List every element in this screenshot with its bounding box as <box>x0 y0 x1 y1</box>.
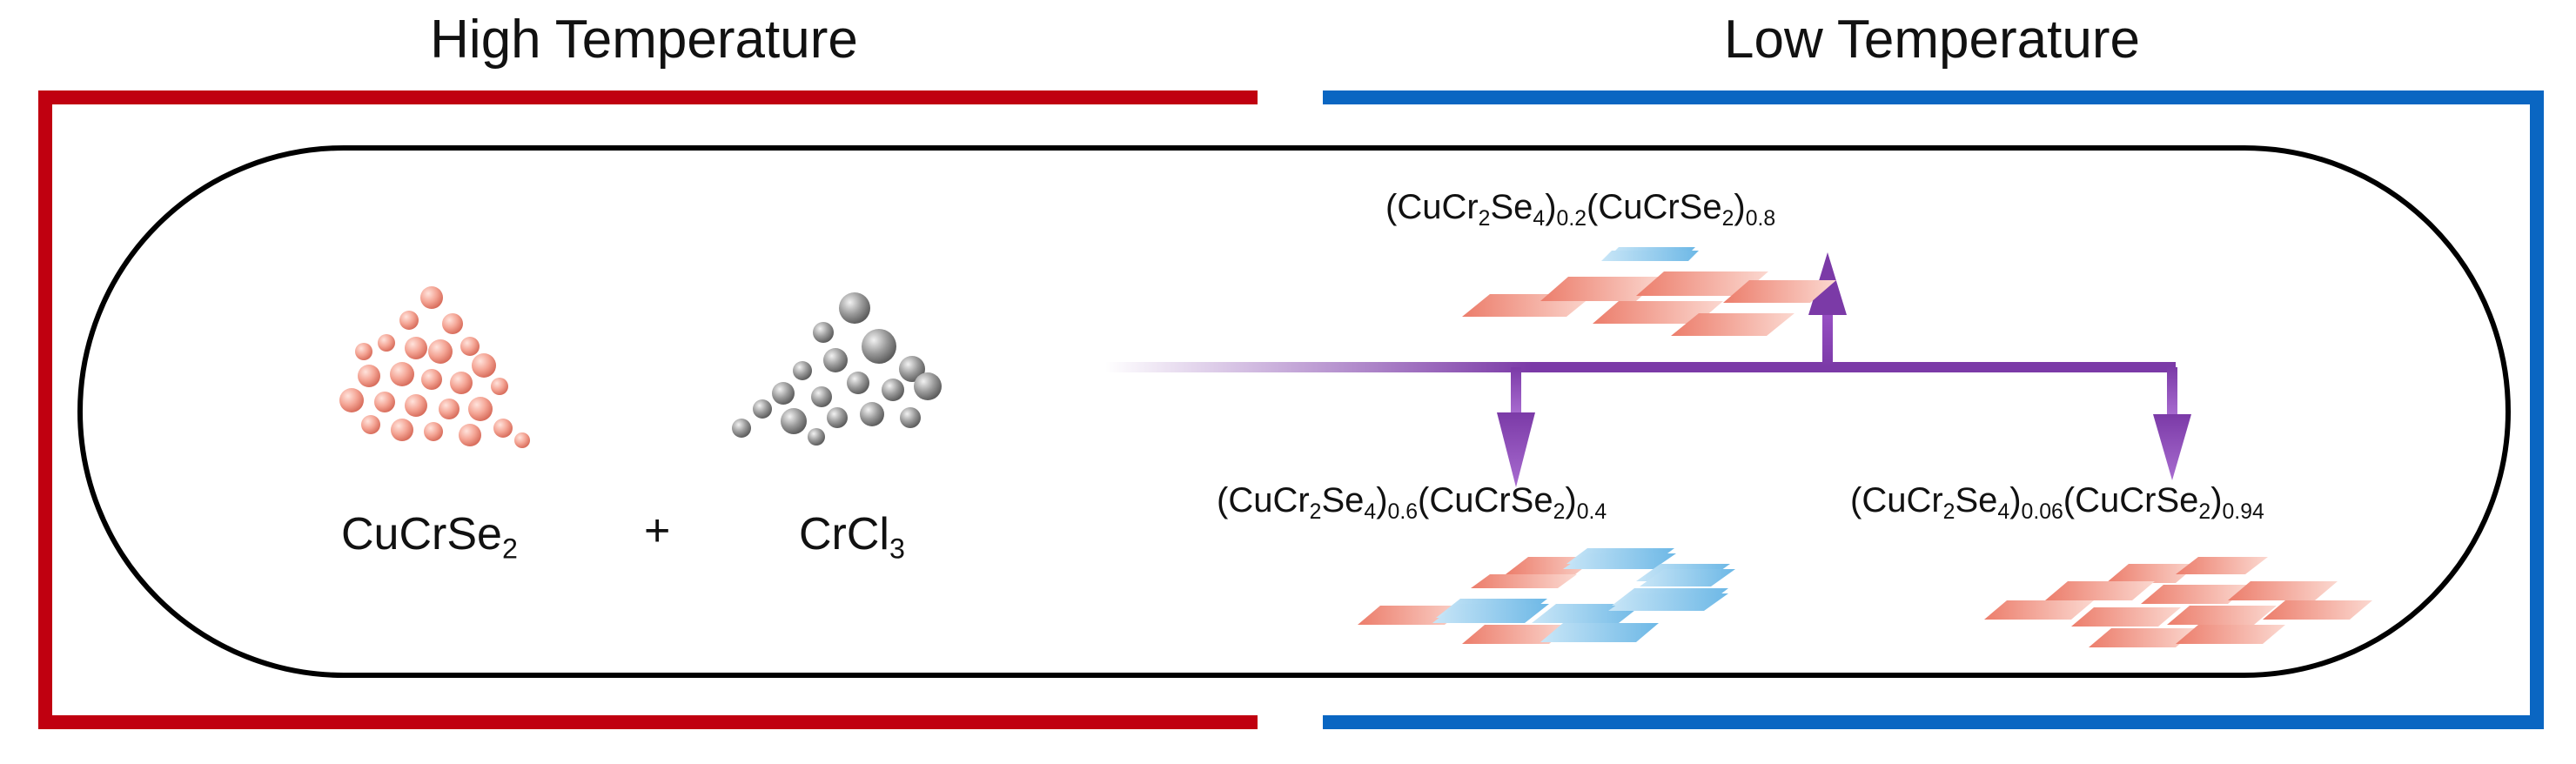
reactant-crcl3-label: CrCl3 <box>799 509 905 565</box>
product-top-formula: (CuCr2Se4)0.2(CuCrSe2)0.8 <box>1385 188 1776 231</box>
crcl3-powder-particles <box>732 292 942 446</box>
transport-arrow-branch-up-shaft <box>1822 310 1833 367</box>
plus-sign: + <box>644 506 671 556</box>
product-right-formula: (CuCr2Se4)0.06(CuCrSe2)0.94 <box>1850 481 2264 524</box>
reaction-tube <box>77 145 2511 678</box>
high-temperature-label: High Temperature <box>430 10 858 70</box>
product-left-formula: (CuCr2Se4)0.6(CuCrSe2)0.4 <box>1217 481 1607 524</box>
low-temperature-zone-bracket <box>1323 90 2544 729</box>
transport-arrow-branch-right-head <box>2153 414 2191 480</box>
high-temperature-zone-bracket <box>38 90 1258 729</box>
transport-arrow-main-shaft <box>1105 362 2176 372</box>
flakes-top-product <box>1462 247 1836 336</box>
transport-arrow-branch-left-shaft <box>1511 367 1521 414</box>
low-temperature-label: Low Temperature <box>1724 10 2140 70</box>
cucrse2-powder-particles <box>339 286 530 448</box>
transport-arrow-branch-right-shaft <box>2167 367 2177 416</box>
transport-arrow-branch-left-head <box>1497 412 1535 487</box>
flakes-right-product <box>1984 557 2372 647</box>
reactant-cucrse2-label: CuCrSe2 <box>341 509 518 565</box>
flakes-left-product <box>1358 548 1735 644</box>
